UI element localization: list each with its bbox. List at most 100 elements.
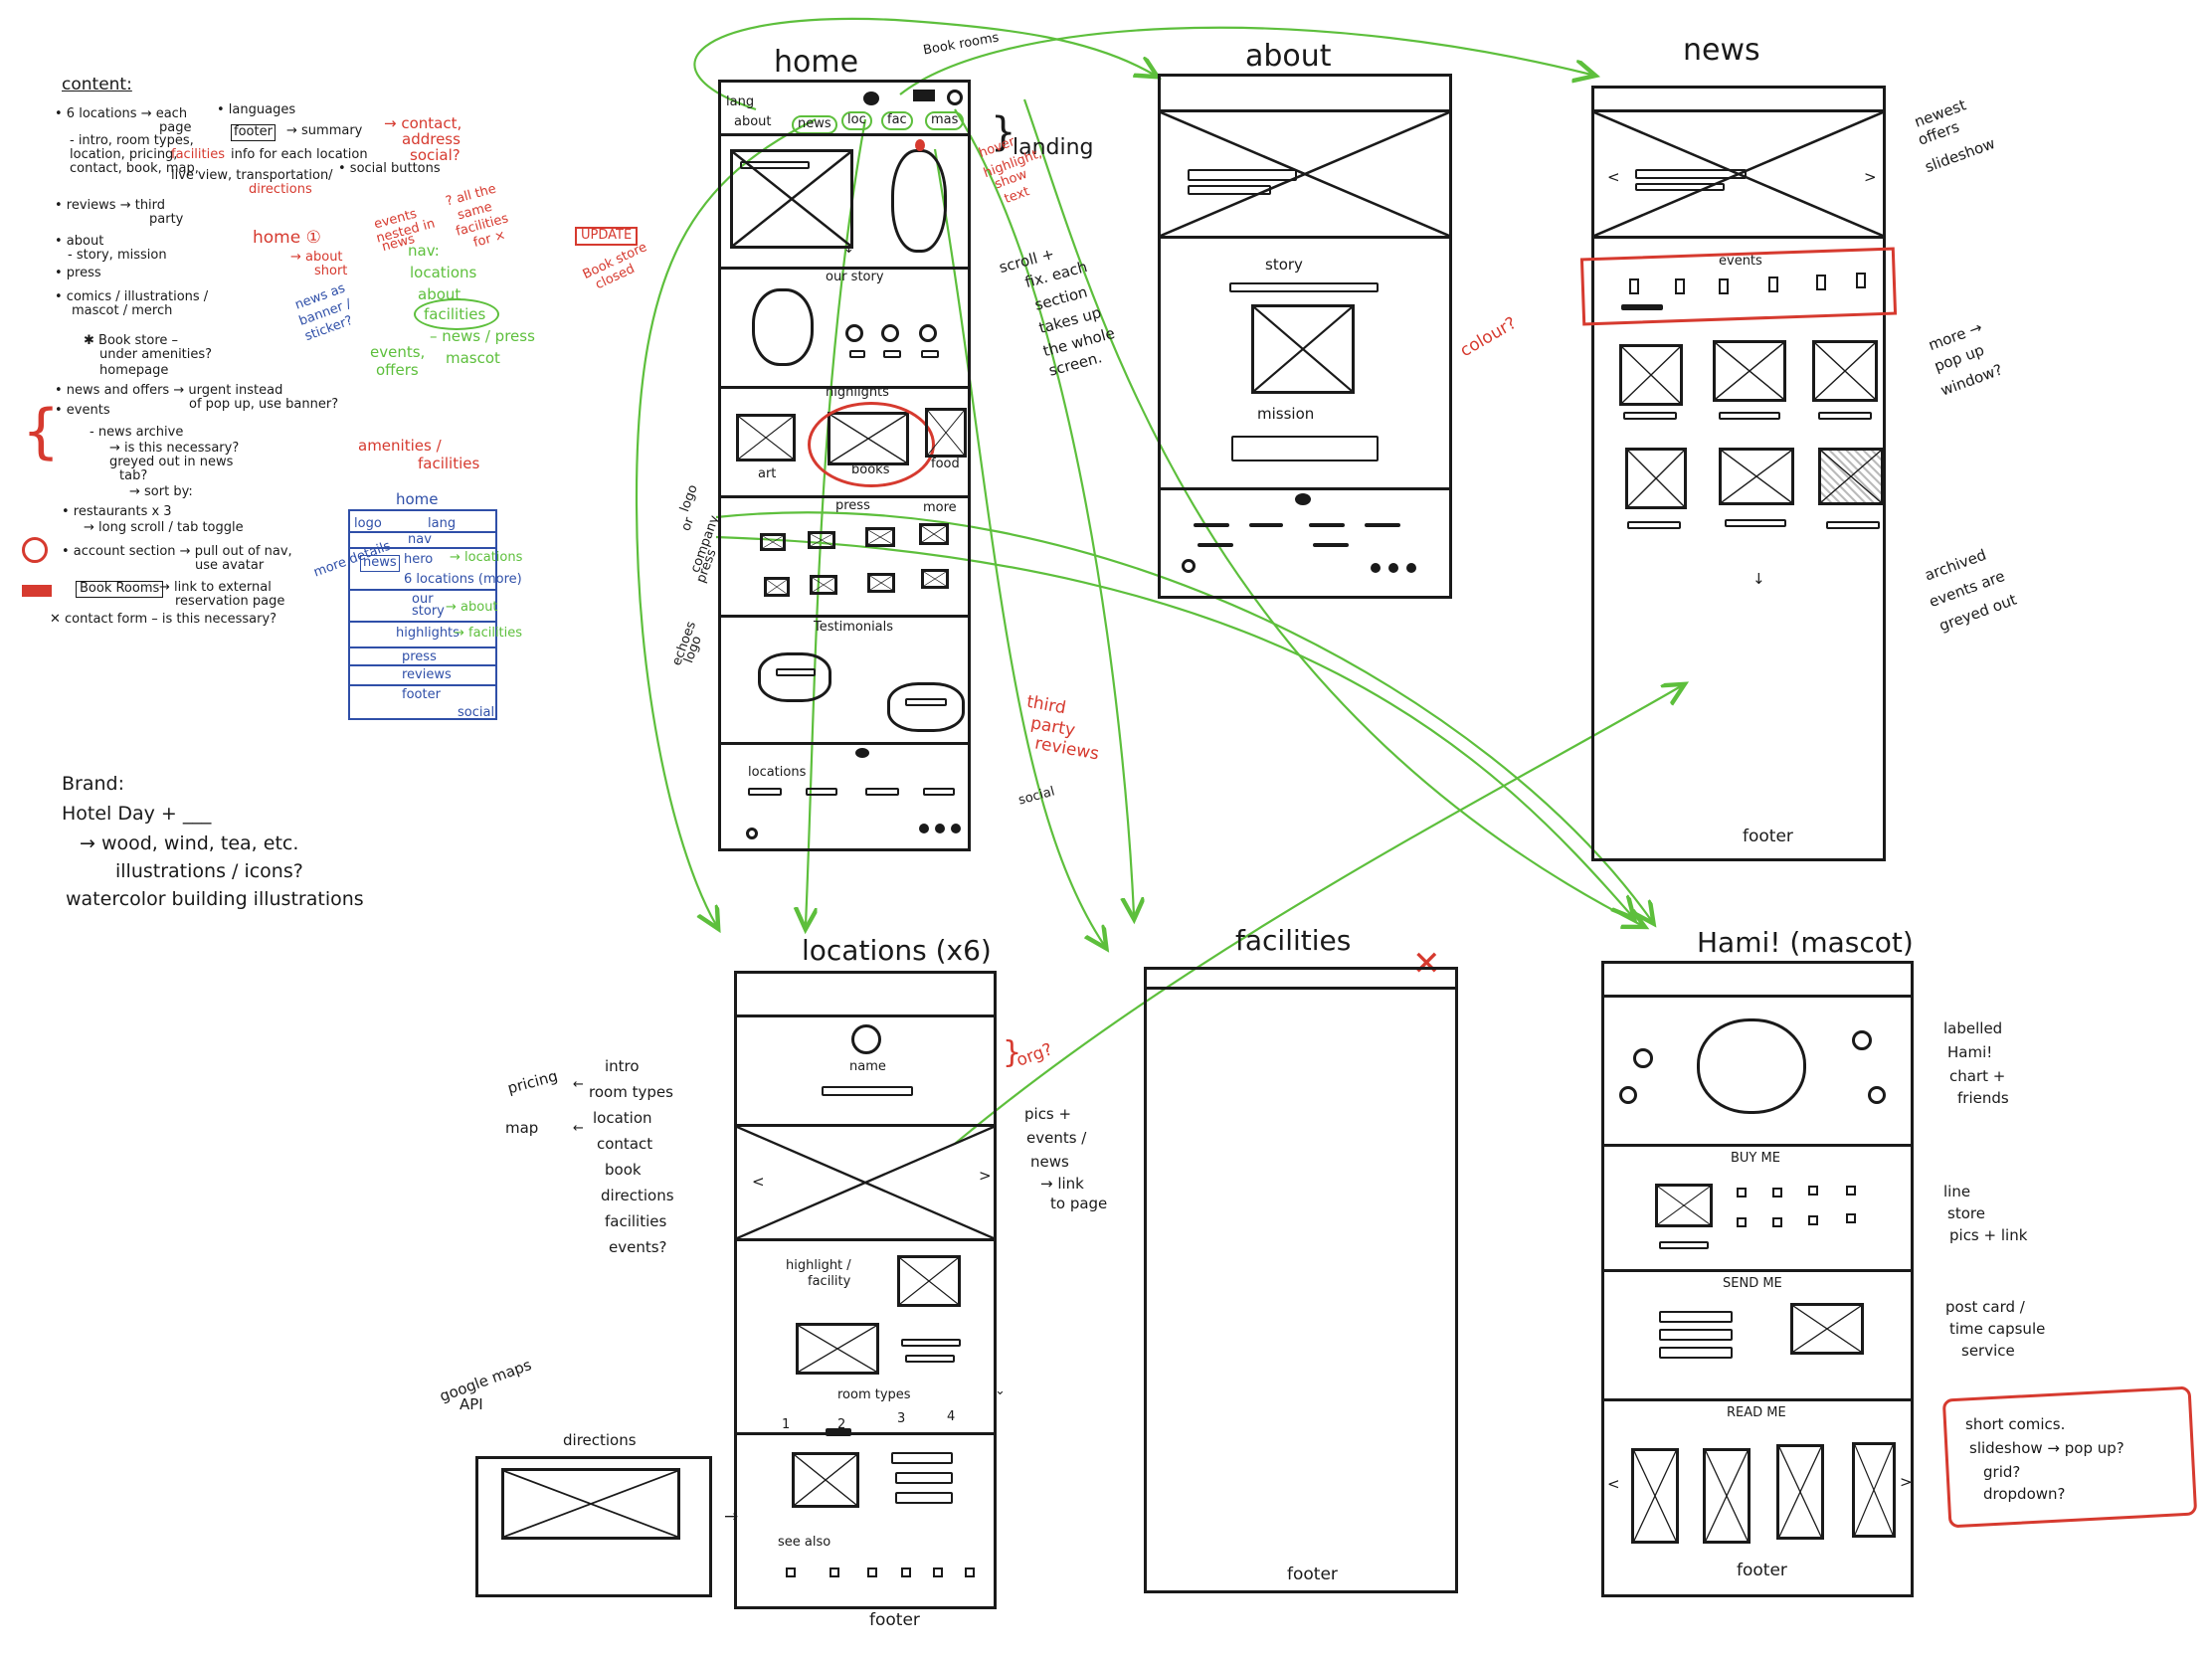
right-list-item: book bbox=[605, 1161, 642, 1179]
note-line: - news archive bbox=[90, 425, 184, 440]
mini-sitemap-title: home bbox=[396, 490, 439, 508]
note-line: page bbox=[159, 120, 192, 135]
google-maps-note: google maps bbox=[437, 1356, 534, 1406]
divider bbox=[348, 589, 497, 591]
note-line: use avatar bbox=[195, 558, 265, 573]
arrow-right-icon: → bbox=[724, 1507, 739, 1527]
divider bbox=[348, 531, 497, 533]
note-line: location, pricing, bbox=[70, 147, 178, 162]
news-item-placeholder bbox=[1812, 340, 1878, 402]
merch-item bbox=[1846, 1213, 1856, 1223]
brand-line: watercolor building illustrations bbox=[66, 888, 364, 910]
divider bbox=[718, 742, 971, 745]
text-bar bbox=[1818, 412, 1872, 420]
note-line: ✕ contact form – is this necessary? bbox=[50, 612, 277, 627]
directions-frame bbox=[475, 1456, 712, 1597]
facility-image-placeholder bbox=[796, 1323, 879, 1375]
divider bbox=[1601, 995, 1914, 998]
locations-frame bbox=[734, 971, 997, 1609]
note-line: → link to external bbox=[159, 580, 272, 595]
text-bar bbox=[891, 1452, 953, 1464]
highlight-image-placeholder bbox=[736, 414, 796, 461]
text-bar bbox=[1623, 412, 1677, 420]
note-line: of pop up, use banner? bbox=[189, 397, 339, 412]
pics-note: to page bbox=[1050, 1195, 1108, 1212]
note-line: homepage bbox=[99, 363, 169, 378]
content-heading: content: bbox=[62, 75, 132, 94]
text-bar bbox=[921, 350, 939, 358]
scroll-down-icon: ↓ bbox=[843, 242, 854, 257]
note-line: social? bbox=[410, 146, 461, 164]
facilities-footer: footer bbox=[1287, 1565, 1338, 1584]
pics-note: pics + bbox=[1024, 1105, 1072, 1123]
highlight-food: food bbox=[931, 457, 960, 471]
room-tab-3: 3 bbox=[897, 1411, 906, 1426]
line-note: store bbox=[1947, 1204, 1985, 1222]
divider bbox=[348, 684, 497, 686]
merch-item bbox=[1772, 1217, 1782, 1227]
note-line: • 6 locations → each bbox=[55, 106, 188, 121]
text-bar bbox=[1635, 169, 1747, 179]
postcard-note: service bbox=[1961, 1342, 2015, 1360]
right-list-item: room types bbox=[589, 1083, 673, 1101]
text-bar bbox=[1313, 543, 1349, 547]
merch-item bbox=[1808, 1186, 1818, 1196]
news-item-placeholder bbox=[1619, 344, 1683, 406]
note-line: • social buttons bbox=[338, 161, 441, 176]
scroll-bar bbox=[1621, 304, 1663, 310]
note-line: • account section → pull out of nav, bbox=[62, 544, 292, 559]
home-nav-about: about bbox=[734, 114, 772, 129]
mascot-illustration bbox=[1697, 1018, 1806, 1114]
home-testimonials: Testimonials bbox=[814, 620, 894, 635]
note-line: greyed out in news bbox=[109, 455, 234, 469]
remove-icon: ✕ bbox=[1412, 944, 1441, 984]
arrow-left-icon: ← bbox=[573, 1121, 584, 1136]
pics-note: news bbox=[1030, 1153, 1069, 1171]
location-logo-icon bbox=[851, 1024, 881, 1054]
press-note: logo bbox=[677, 482, 701, 514]
note-line: offers bbox=[376, 361, 419, 379]
note-line: • reviews → third bbox=[55, 198, 166, 213]
mini-row: reviews bbox=[402, 667, 452, 682]
icon-circle bbox=[919, 324, 937, 342]
note-line: • press bbox=[55, 266, 101, 280]
org-brace: } bbox=[1003, 1035, 1022, 1070]
merch-item bbox=[1737, 1217, 1747, 1227]
see-also-item bbox=[933, 1567, 943, 1577]
third-party-note: reviews bbox=[1032, 733, 1101, 765]
event-card bbox=[1768, 276, 1778, 292]
note-line: • languages bbox=[217, 102, 296, 117]
mini-row: highlights bbox=[396, 626, 460, 641]
chart-note: chart + bbox=[1949, 1067, 2006, 1085]
home-title: home bbox=[774, 45, 859, 80]
room-types-label: room types bbox=[837, 1387, 911, 1402]
event-card bbox=[1856, 273, 1866, 288]
prev-arrow-icon: < bbox=[1607, 1475, 1620, 1493]
text-bar bbox=[1249, 523, 1283, 527]
note-line: → long scroll / tab toggle bbox=[84, 520, 244, 535]
note-line: • about bbox=[55, 234, 104, 249]
story-image-placeholder bbox=[1251, 304, 1355, 394]
mini-row: our bbox=[412, 592, 434, 607]
home-frame bbox=[718, 80, 971, 851]
text-bar bbox=[1194, 523, 1229, 527]
note-line: → is this necessary? bbox=[109, 441, 240, 456]
mascot-frame bbox=[1601, 961, 1914, 1597]
colour-note: colour? bbox=[1456, 313, 1521, 362]
press-logo-placeholder bbox=[867, 573, 895, 593]
prev-arrow-icon: < bbox=[752, 1173, 765, 1191]
logo-icon bbox=[855, 748, 869, 758]
text-bar bbox=[1826, 521, 1880, 529]
copyright-icon bbox=[1182, 559, 1196, 573]
home-nav-mas: mas bbox=[925, 111, 965, 130]
divider bbox=[1601, 1144, 1914, 1147]
text-bar bbox=[1198, 543, 1233, 547]
brand-heading: Brand: bbox=[62, 773, 124, 795]
note-line: reservation page bbox=[175, 594, 285, 609]
text-bar bbox=[895, 1472, 953, 1484]
highlight-image-placeholder bbox=[925, 408, 967, 458]
social-icon bbox=[1406, 563, 1416, 573]
text-bar bbox=[883, 350, 901, 358]
home-nav-loc: loc bbox=[841, 111, 872, 130]
taiwan-map-icon bbox=[891, 149, 947, 253]
